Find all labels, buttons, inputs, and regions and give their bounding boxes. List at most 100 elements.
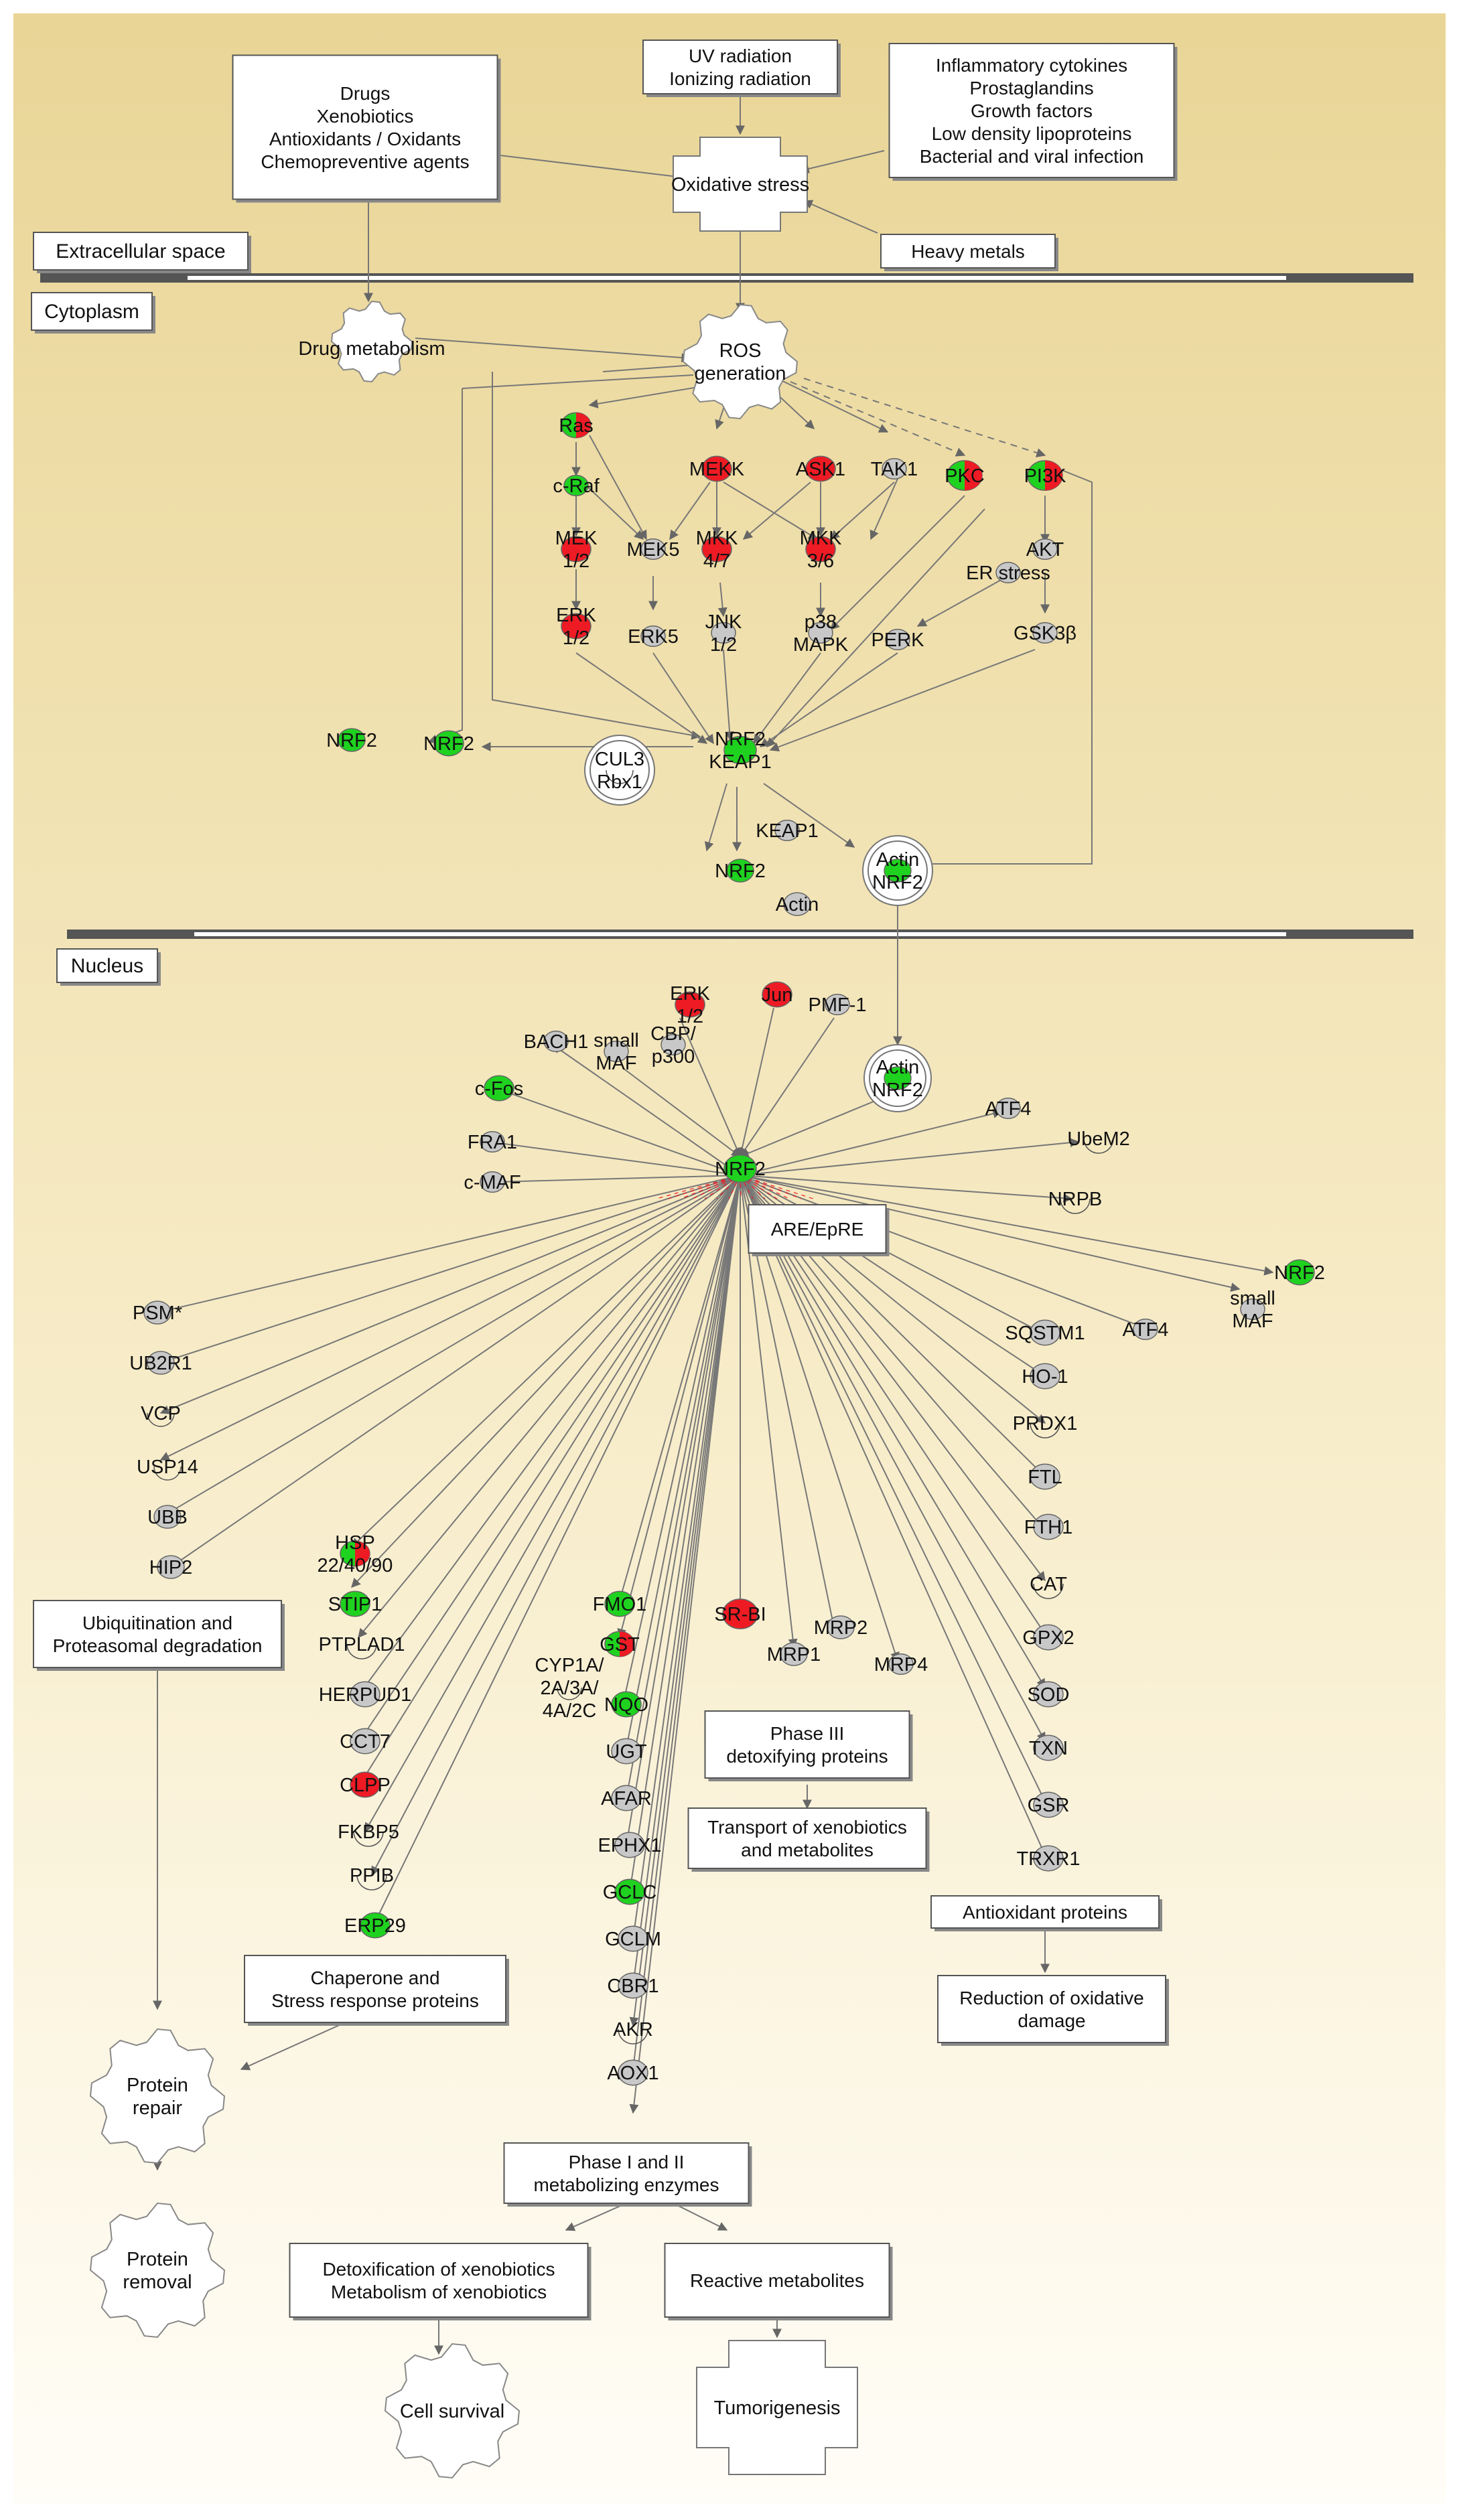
- er-stress-node: [995, 561, 1021, 584]
- small-maf-r-node: [1240, 1298, 1265, 1321]
- edge-line: [364, 1175, 741, 1833]
- fth1-label: FTH1: [1024, 1517, 1073, 1538]
- fth1-label-line: FTH1: [1024, 1517, 1073, 1538]
- small-maf-node: [604, 1040, 629, 1063]
- inflammatory-label-line: Growth factors: [971, 100, 1093, 121]
- actin-c-label: Actin: [776, 894, 819, 915]
- pmf1-node: [825, 993, 850, 1016]
- are-epre-label: ARE/EpRE: [771, 1219, 864, 1240]
- cell-survival-label-line: Cell survival: [400, 2401, 504, 2422]
- drugs-box-frame: [232, 54, 498, 200]
- edge-line: [361, 1175, 741, 1739]
- actin-nrf2-node: [884, 859, 912, 883]
- edge-line: [652, 652, 714, 745]
- ube2m-label: UbeM2: [1067, 1128, 1130, 1150]
- phase12-box: [503, 2142, 752, 2207]
- tumorigenesis-label: Tumorigenesis: [713, 2397, 840, 2419]
- fmo1-label-line: FMO1: [593, 1594, 647, 1615]
- edge-line: [916, 575, 1009, 627]
- ub2r1-shape: [147, 1351, 175, 1375]
- are-binding-line: [704, 1175, 741, 1199]
- c-fos-shape: [484, 1075, 514, 1102]
- txn-label-line: TXN: [1029, 1738, 1068, 1759]
- ubiquitination-label-line: Ubiquitination and: [82, 1613, 232, 1633]
- ptplad1-node: [346, 1643, 377, 1659]
- fra1-label-line: FRA1: [468, 1132, 517, 1153]
- txn-label: TXN: [1029, 1738, 1068, 1759]
- edge-line: [769, 649, 1036, 752]
- cul3-rbx1-node: [606, 769, 634, 784]
- vcp-label: VCP: [141, 1403, 181, 1424]
- fth1-shape: [1033, 1513, 1064, 1540]
- fkbp5-label: FKBP5: [338, 1822, 399, 1843]
- cct7-node: [350, 1728, 380, 1755]
- atf4-b-node: [1133, 1318, 1158, 1341]
- prdx1-label: PRDX1: [1013, 1413, 1078, 1434]
- antioxidant-label-line: Antioxidant proteins: [963, 1902, 1127, 1923]
- mek5-label: MEK5: [627, 539, 680, 561]
- edge-line: [371, 1175, 741, 1876]
- reduction-label-line: damage: [1018, 2010, 1085, 2031]
- tumorigenesis-label-line: Tumorigenesis: [713, 2397, 840, 2419]
- trxr1-shape: [1033, 1845, 1064, 1872]
- oxidative-stress-label: Oxidative stress: [671, 174, 809, 196]
- cul3-rbx1-shape: [606, 769, 634, 784]
- ho1-label: HO-1: [1022, 1366, 1068, 1388]
- ros-generation-label-line: generation: [694, 363, 786, 384]
- clpp-shape: [350, 1771, 380, 1798]
- nrf2-keap1-label-line: KEAP1: [709, 751, 772, 773]
- gclc-node: [614, 1878, 645, 1905]
- detox-label-line: Metabolism of xenobiotics: [331, 2282, 547, 2302]
- nodes-layer: Extracellular spaceCytoplasmNucleusDrugs…: [31, 40, 1325, 2479]
- mrp1-label-line: MRP1: [767, 1644, 821, 1665]
- gsk3b-node: [1032, 621, 1058, 644]
- nuclear-membrane: [67, 930, 1413, 939]
- edge-line: [575, 652, 708, 744]
- fmo1-shape: [604, 1590, 635, 1617]
- fth1-node: [1033, 1513, 1064, 1540]
- herpud1-node: [350, 1681, 380, 1708]
- sqstm1-shape: [1030, 1319, 1060, 1346]
- hip2-shape: [157, 1555, 185, 1579]
- bach1-node: [543, 1030, 569, 1053]
- sr-bi-label: SR-BI: [714, 1604, 766, 1625]
- reactive-label-line: Reactive metabolites: [690, 2270, 864, 2291]
- edge-line: [617, 1175, 741, 1602]
- atf4-a-shape: [995, 1097, 1021, 1120]
- stip1-label-line: STIP1: [328, 1594, 383, 1615]
- small-maf-r-shape: [1240, 1298, 1265, 1321]
- phase3-label-line: detoxifying proteins: [726, 1746, 888, 1767]
- akt-label-line: AKT: [1026, 539, 1064, 561]
- cct7-shape: [350, 1728, 380, 1755]
- nrf2-c-node: [726, 859, 754, 883]
- mrp2-node: [827, 1615, 855, 1639]
- mkk47-node: [701, 536, 732, 563]
- edge-line: [740, 1175, 1073, 1203]
- gsr-node: [1033, 1791, 1064, 1818]
- cyp-shape: [557, 1687, 582, 1700]
- edge-line: [166, 1175, 741, 1514]
- edge-line: [169, 1175, 741, 1568]
- compartment-nucleus-box-frame: [56, 948, 158, 983]
- gclc-shape: [614, 1878, 645, 1905]
- vcp-node: [147, 1412, 175, 1427]
- edge-line: [776, 378, 889, 433]
- txn-shape: [1033, 1734, 1064, 1761]
- phase12-label-line: metabolizing enzymes: [533, 2174, 719, 2195]
- drug-metabolism-gear-shape: [330, 300, 413, 383]
- detox-label-line: Detoxification of xenobiotics: [322, 2259, 555, 2280]
- bach1-label: BACH1: [524, 1031, 589, 1053]
- nrf2-c-label-line: NRF2: [715, 861, 766, 882]
- edge-line: [351, 1175, 741, 1588]
- nrf2-r-shape: [1284, 1259, 1315, 1286]
- pmf1-label: PMF-1: [809, 994, 867, 1016]
- mkk47-label-line: MKK: [696, 528, 739, 549]
- sod-label-line: SOD: [1028, 1684, 1070, 1706]
- pi3k-shape-half: [1045, 460, 1062, 491]
- chaperone-box: [244, 1955, 509, 2026]
- nrf2-a-shape: [338, 728, 366, 752]
